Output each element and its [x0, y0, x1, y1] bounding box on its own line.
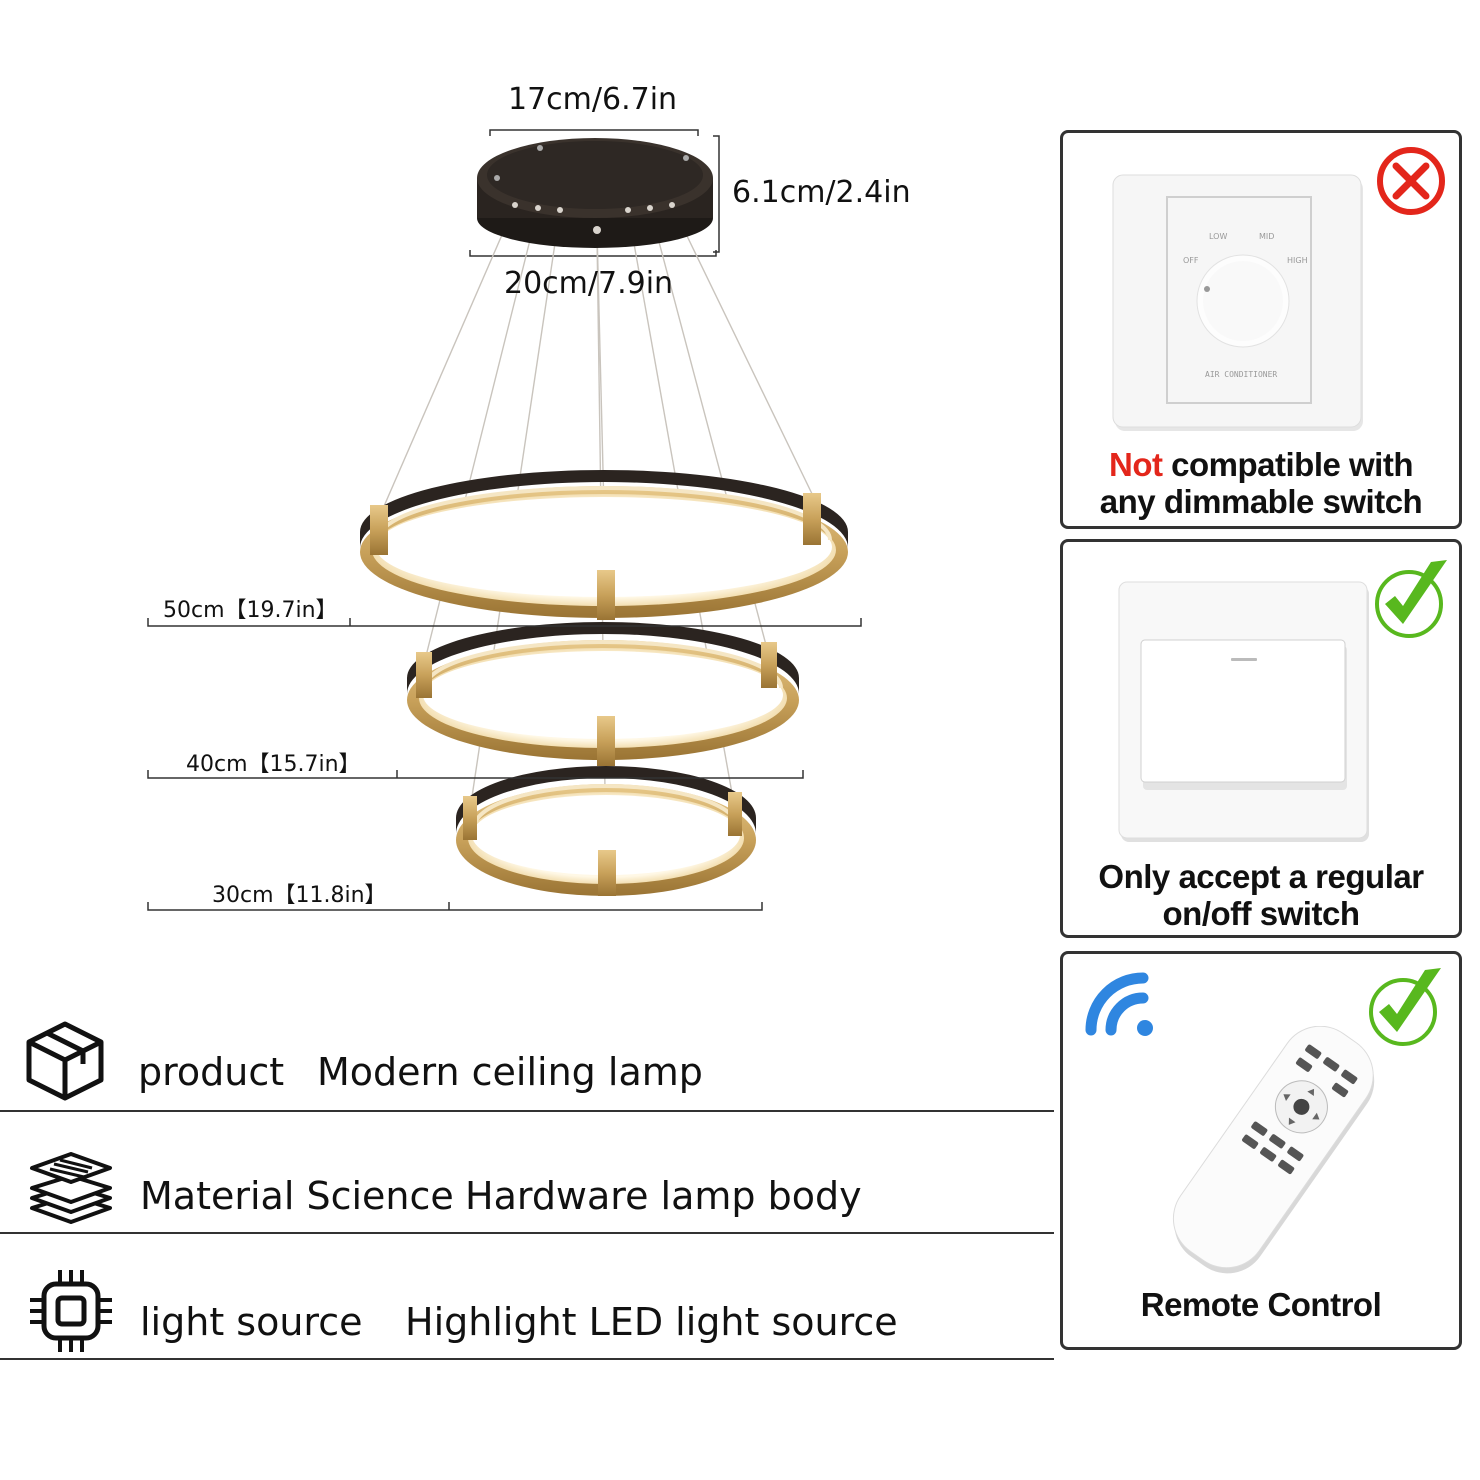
- dimmer-caption-line1: Not compatible with: [1063, 446, 1459, 483]
- green-check-icon: [1369, 968, 1441, 1046]
- dial-label-off: OFF: [1183, 256, 1199, 265]
- dial-label-mid: MID: [1259, 232, 1274, 241]
- ring-medium: [407, 622, 799, 766]
- panel-remote-control: Remote Control: [1060, 951, 1462, 1350]
- dimmer-caption-rest: compatible with: [1162, 446, 1413, 483]
- ring-large: [360, 470, 848, 620]
- spec-label: product: [138, 1050, 285, 1094]
- spec-value: Modern ceiling lamp: [317, 1050, 703, 1094]
- red-cross-icon: [1377, 147, 1445, 215]
- wifi-signal-icon: [1085, 972, 1153, 1036]
- ceiling-canopy: [477, 138, 713, 248]
- spec-label: light source: [140, 1300, 363, 1344]
- dial-label-high: HIGH: [1287, 256, 1308, 265]
- canopy-bottom-width-label: 20cm/7.9in: [504, 266, 674, 301]
- spec-row-product: product Modern ceiling lamp: [0, 990, 1054, 1112]
- onoff-caption-line2: on/off switch: [1162, 895, 1360, 932]
- lamp-illustration: [147, 129, 862, 911]
- green-check-icon: [1375, 560, 1447, 638]
- dial-label-low: LOW: [1209, 232, 1227, 241]
- ring-large-width-label: 50cm【19.7in】: [163, 598, 338, 623]
- dimmer-switch-image: OFF LOW MID HIGH AIR CONDITIONER: [1112, 174, 1363, 431]
- onoff-caption: Only accept a regular on/off switch: [1063, 858, 1459, 932]
- chip-icon: [30, 1270, 112, 1352]
- not-highlight: Not: [1108, 446, 1163, 483]
- dial-name: AIR CONDITIONER: [1205, 370, 1277, 379]
- box-icon: [26, 1021, 104, 1101]
- onoff-caption-line1: Only accept a regular: [1098, 858, 1424, 895]
- ring-dimension-lines: [147, 618, 862, 911]
- spec-row-light-source: light source Highlight LED light source: [0, 1238, 1054, 1360]
- canopy-dimension-lines: [469, 129, 720, 257]
- ring-small: [456, 766, 756, 896]
- panel-dimmer-switch: OFF LOW MID HIGH AIR CONDITIONER Not com…: [1060, 130, 1462, 529]
- spec-label: Material Science: [140, 1174, 454, 1218]
- canopy-height-label: 6.1cm/2.4in: [732, 175, 911, 210]
- spec-row-material: Material Science Hardware lamp body: [0, 1112, 1054, 1234]
- onoff-switch-image: [1118, 581, 1369, 842]
- ring-medium-width-label: 40cm【15.7in】: [186, 752, 361, 777]
- remote-caption: Remote Control: [1140, 1286, 1382, 1323]
- ring-small-width-label: 30cm【11.8in】: [212, 883, 387, 908]
- remote-control-image: [1172, 1026, 1375, 1274]
- dimmer-caption: Not compatible with any dimmable switch: [1063, 446, 1459, 520]
- layers-icon: [30, 1152, 112, 1224]
- spec-value: Hardware lamp body: [465, 1174, 862, 1218]
- dimmer-caption-line2: any dimmable switch: [1099, 483, 1423, 520]
- canopy-top-width-label: 17cm/6.7in: [508, 82, 678, 117]
- panel-onoff-switch: Only accept a regular on/off switch: [1060, 539, 1462, 938]
- spec-value: Highlight LED light source: [405, 1300, 898, 1344]
